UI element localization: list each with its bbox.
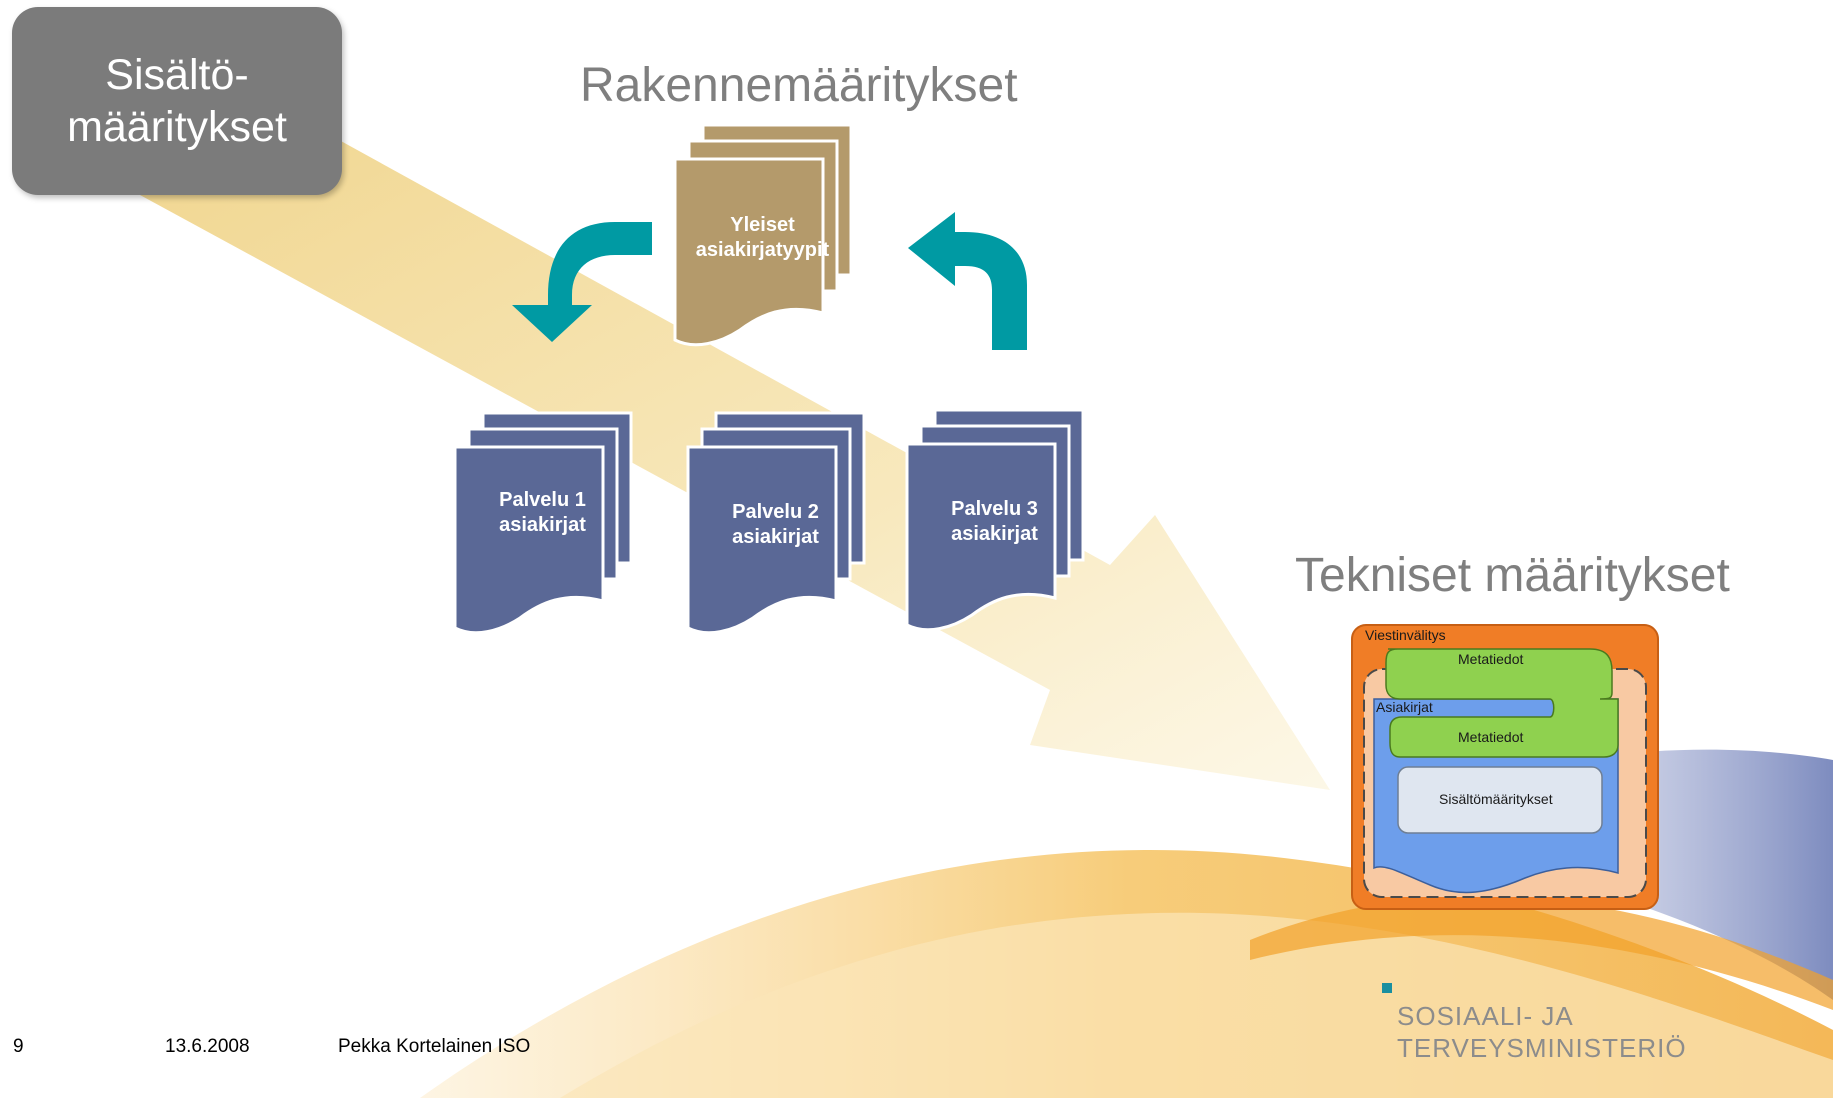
content-definitions-box bbox=[1397, 766, 1603, 834]
curved-arrow-up-right-icon bbox=[908, 212, 1027, 350]
general-doc-label-line2: asiakirjatyypit bbox=[695, 239, 830, 261]
messaging-label: Viestinvälitys bbox=[1365, 627, 1446, 643]
service-3-label: Palvelu 3 asiakirjat bbox=[907, 497, 1082, 547]
metadata-top-label: Metatiedot bbox=[1458, 651, 1524, 667]
footer-date: 13.6.2008 bbox=[165, 1036, 250, 1057]
wave-light bbox=[560, 912, 1833, 1098]
metadata-bottom-label: Metatiedot bbox=[1458, 729, 1524, 745]
general-doc-label-line1: Yleiset bbox=[730, 214, 795, 236]
curved-arrow-down-left-icon bbox=[512, 222, 652, 342]
service-2-label-line2: asiakirjat bbox=[732, 526, 819, 548]
title-box-line1: Sisältö- bbox=[105, 51, 249, 99]
service-2-label: Palvelu 2 asiakirjat bbox=[688, 500, 863, 550]
logo-line2: TERVEYSMINISTERIÖ bbox=[1397, 1033, 1687, 1063]
service-1-label-line2: asiakirjat bbox=[499, 514, 586, 536]
content-definitions-label: Sisältömääritykset bbox=[1439, 791, 1553, 807]
service-3-label-line1: Palvelu 3 bbox=[951, 498, 1038, 520]
general-doc-label: Yleiset asiakirjatyypit bbox=[675, 213, 850, 263]
content-definitions-box: Sisältö- määritykset bbox=[12, 7, 342, 195]
logo-line1: SOSIAALI- JA bbox=[1397, 1001, 1574, 1031]
service-1-label-line1: Palvelu 1 bbox=[499, 489, 586, 511]
logo-square-icon bbox=[1382, 983, 1392, 993]
footer-author: Pekka Kortelainen ISO bbox=[338, 1036, 531, 1057]
documents-label: Asiakirjat bbox=[1376, 699, 1433, 715]
structure-definitions-heading: Rakennemääritykset bbox=[580, 59, 1018, 112]
slide-number: 9 bbox=[13, 1036, 24, 1057]
service-3-label-line2: asiakirjat bbox=[951, 523, 1038, 545]
ministry-logo-text: SOSIAALI- JA TERVEYSMINISTERIÖ bbox=[1397, 1000, 1687, 1064]
technical-definitions-diagram bbox=[1351, 624, 1659, 910]
title-box-line2: määritykset bbox=[67, 103, 287, 151]
technical-definitions-heading: Tekniset määritykset bbox=[1295, 549, 1730, 602]
service-1-label: Palvelu 1 asiakirjat bbox=[455, 488, 630, 538]
wave-orange bbox=[1250, 896, 1833, 1010]
metadata-band bbox=[1385, 648, 1619, 758]
service-2-label-line1: Palvelu 2 bbox=[732, 501, 819, 523]
